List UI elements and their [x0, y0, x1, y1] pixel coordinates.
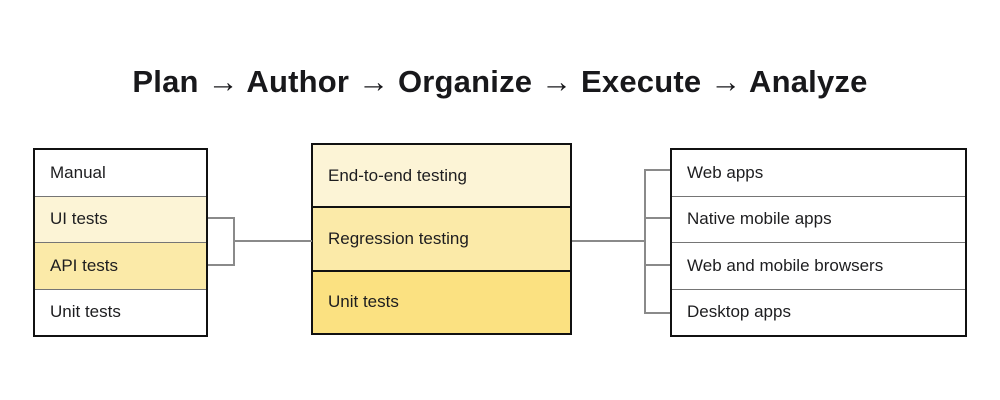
- connector-stub-web-apps: [646, 169, 670, 171]
- row-regression-testing: Regression testing: [313, 206, 570, 270]
- row-native-mobile-apps: Native mobile apps: [672, 195, 965, 242]
- connector-left-to-middle: [235, 240, 312, 242]
- row-ui-tests: UI tests: [35, 195, 206, 242]
- row-unit-tests-level: Unit tests: [313, 269, 570, 333]
- testing-levels-box: End-to-end testing Regression testing Un…: [311, 143, 572, 335]
- row-web-apps: Web apps: [672, 150, 965, 196]
- application-targets-box: Web apps Native mobile apps Web and mobi…: [670, 148, 967, 337]
- connector-right-bracket-vertical: [644, 169, 646, 314]
- connector-middle-to-right: [572, 240, 646, 242]
- row-web-and-mobile-browsers: Web and mobile browsers: [672, 242, 965, 289]
- row-unit-tests: Unit tests: [35, 288, 206, 335]
- test-types-box: Manual UI tests API tests Unit tests: [33, 148, 208, 337]
- row-desktop-apps: Desktop apps: [672, 288, 965, 335]
- pipeline-title: Plan → Author → Organize → Execute → Ana…: [132, 64, 868, 99]
- connector-stub-desktop-apps: [646, 312, 670, 314]
- row-manual: Manual: [35, 150, 206, 196]
- connector-stub-native-mobile-apps: [646, 217, 670, 219]
- connector-stub-api-tests: [208, 264, 235, 266]
- connector-stub-ui-tests: [208, 217, 235, 219]
- connector-left-bracket-vertical: [233, 217, 235, 266]
- row-api-tests: API tests: [35, 242, 206, 289]
- connector-stub-web-and-mobile-browsers: [646, 264, 670, 266]
- row-end-to-end-testing: End-to-end testing: [313, 145, 570, 207]
